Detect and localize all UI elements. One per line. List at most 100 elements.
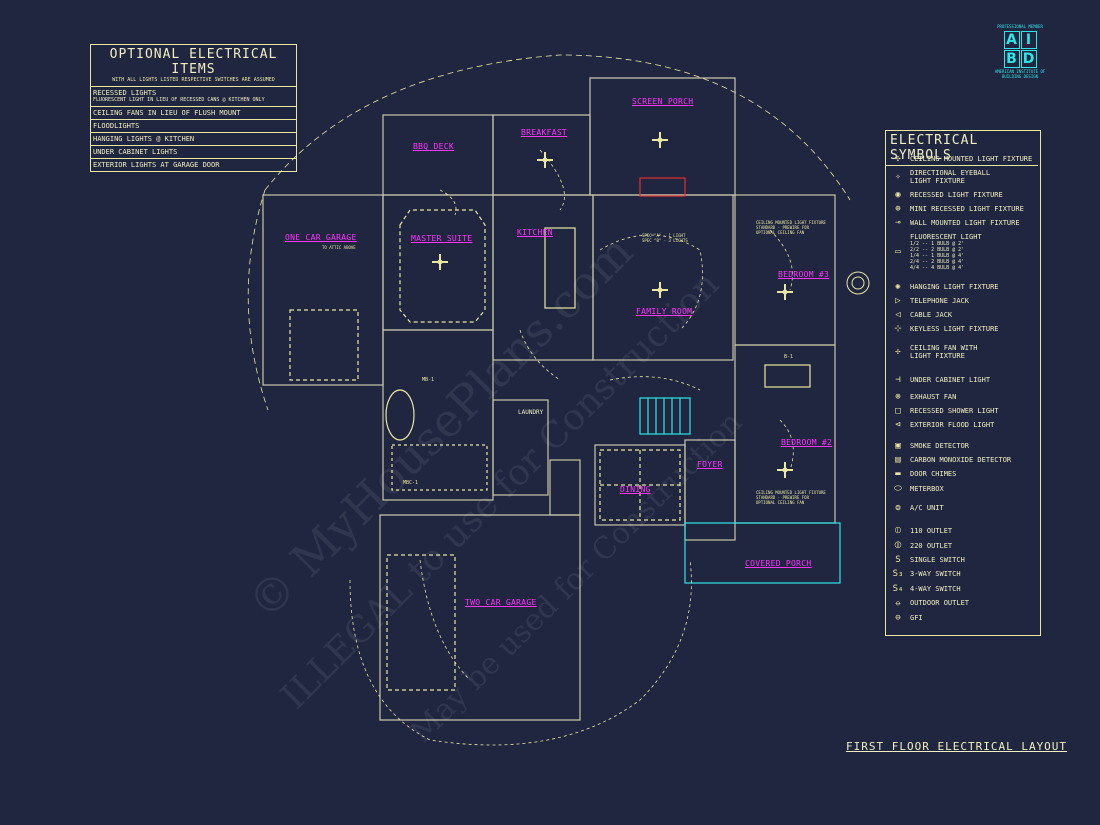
legend-row: ⦵OUTDOOR OUTLET xyxy=(886,598,1040,608)
legend-row: ✣ CEILING MOUNTED LIGHT FIXTURE xyxy=(886,154,1040,164)
legend-label: A/C UNIT xyxy=(910,504,944,512)
legend-row: ⊲ EXTERIOR FLOOD LIGHT xyxy=(886,420,1040,430)
room-label-laundry: LAUNDRY xyxy=(518,409,544,416)
outlet-220-icon: ⦷ xyxy=(894,541,902,551)
legend-row: ✺ HANGING LIGHT FIXTURE xyxy=(886,282,1040,292)
legend-sublabel: LIGHT FIXTURE xyxy=(910,352,965,360)
three-way-switch-icon: S₃ xyxy=(892,569,904,579)
logo-top-text: PROFESSIONAL MEMBER xyxy=(997,24,1043,29)
room-label-breakfast: BREAKFAST xyxy=(521,128,568,137)
legend-label-text: METERBOX xyxy=(910,485,944,493)
legend-label-text: CEILING FAN WITH xyxy=(910,344,978,352)
legend-label: CARBON MONOXIDE DETECTOR xyxy=(910,456,1011,464)
optional-item-label: FLOODLIGHTS xyxy=(93,122,140,130)
legend-row: ◉RECESSED LIGHT FIXTURE xyxy=(886,190,1040,200)
room-label-two-car-garage: TWO CAR GARAGE xyxy=(465,598,537,607)
legend-label: MINI RECESSED LIGHT FIXTURE xyxy=(910,205,1024,213)
legend-label: 3-WAY SWITCH xyxy=(910,570,961,578)
legend-label: METERBOX xyxy=(910,485,944,493)
room-label-master-suite: MASTER SUITE xyxy=(411,234,473,243)
room-label-b1: B-1 xyxy=(784,354,794,360)
legend-label: SMOKE DETECTOR xyxy=(910,442,969,450)
shower-light-icon: □ xyxy=(895,406,901,416)
optional-item-label: EXTERIOR LIGHTS AT GARAGE DOOR xyxy=(93,161,220,169)
optional-item-label: RECESSED LIGHTS xyxy=(93,89,157,97)
room-label-screen-porch: SCREEN PORCH xyxy=(632,97,694,106)
single-switch-icon: S xyxy=(895,555,901,565)
gfi-icon: ⊖ xyxy=(895,613,901,623)
ac-unit-symbol xyxy=(846,271,870,295)
foyer-walls xyxy=(684,439,736,541)
covered-porch-walls xyxy=(684,522,841,584)
optional-item-label: UNDER CABINET LIGHTS xyxy=(93,148,178,156)
optional-item-row: UNDER CABINET LIGHTS xyxy=(91,146,296,159)
room-label-mb1: MB-1 xyxy=(422,377,435,383)
ceiling-fan-symbols xyxy=(432,132,793,478)
hanging-light-icon: ✺ xyxy=(895,282,901,292)
legend-row: ▬DOOR CHIMES xyxy=(886,469,1040,479)
optional-item-row: RECESSED LIGHTS FLUORESCENT LIGHT IN LIE… xyxy=(91,87,296,107)
legend-label: HANGING LIGHT FIXTURE xyxy=(910,283,999,291)
legend-label: 220 OUTLET xyxy=(910,542,952,550)
legend-row: ⊹KEYLESS LIGHT FIXTURE xyxy=(886,324,1040,334)
legend-label-text: DOOR CHIMES xyxy=(910,470,957,478)
optional-item-label: CEILING FANS IN LIEU OF FLUSH MOUNT xyxy=(93,109,241,117)
legend-label: CEILING MOUNTED LIGHT FIXTURE xyxy=(910,155,1032,163)
cable-jack-icon: ◁ xyxy=(895,310,901,320)
legend-label: DOOR CHIMES xyxy=(910,470,956,478)
legend-row: ⊖GFI xyxy=(886,613,1040,623)
room-label-one-car-garage: ONE CAR GARAGE xyxy=(285,233,357,242)
legend-row: ▷TELEPHONE JACK xyxy=(886,296,1040,306)
room-label-kitchen: KITCHEN xyxy=(517,228,553,237)
legend-label-text: SINGLE SWITCH xyxy=(910,556,965,564)
fluorescent-light-icon: ▭ xyxy=(895,247,901,257)
legend-label-text: EXTERIOR FLOOD LIGHT xyxy=(910,421,995,429)
legend-row: ⦷ 220 OUTLET xyxy=(886,541,1040,551)
logo-letters: A I B D xyxy=(1003,31,1037,68)
four-way-switch-icon: S₄ xyxy=(892,584,904,594)
legend-label-text: CABLE JACK xyxy=(910,311,953,319)
legend-label: RECESSED LIGHT FIXTURE xyxy=(910,191,1003,199)
one-car-garage-walls xyxy=(262,194,384,386)
eyeball-light-icon: ✧ xyxy=(895,172,901,182)
optional-items-header: OPTIONAL ELECTRICAL ITEMS WITH ALL LIGHT… xyxy=(91,45,296,87)
flood-light-icon: ⊲ xyxy=(895,420,901,430)
legend-label: 4-WAY SWITCH xyxy=(910,585,961,593)
legend-label-text: 3-WAY SWITCH xyxy=(910,570,961,578)
legend-label-text: RECESSED LIGHT FIXTURE xyxy=(910,191,1003,199)
legend-label-text: HANGING LIGHT FIXTURE xyxy=(910,283,999,291)
logo-letter: A xyxy=(1003,31,1020,49)
exhaust-fan-icon: ⊗ xyxy=(895,392,901,402)
optional-item-row: CEILING FANS IN LIEU OF FLUSH MOUNT xyxy=(91,107,296,120)
legend-label-text: 4-WAY SWITCH xyxy=(910,585,961,593)
meterbox-icon: ⬭ xyxy=(894,484,902,494)
legend-label-text: WALL MOUNTED LIGHT FIXTURE xyxy=(910,219,1020,227)
optional-item-sub: FLUORESCENT LIGHT IN LIEU OF RECESSED CA… xyxy=(93,97,265,103)
ceiling-light-icon: ✣ xyxy=(895,154,901,164)
optional-item-row: HANGING LIGHTS @ KITCHEN xyxy=(91,133,296,146)
bbq-deck-walls xyxy=(382,114,494,196)
legend-label-text: TELEPHONE JACK xyxy=(910,297,970,305)
room-label-mbc1: MBC-1 xyxy=(403,480,419,486)
logo-bottom-text: AMERICAN INSTITUTE OF BUILDING DESIGN xyxy=(994,69,1046,79)
legend-label-text: OUTDOOR OUTLET xyxy=(910,599,970,607)
logo-letter: D xyxy=(1020,50,1037,68)
legend-row: ⊣UNDER CABINET LIGHT xyxy=(886,375,1040,385)
wall-light-icon: ⊸ xyxy=(895,218,901,228)
legend-label-text: CARBON MONOXIDE DETECTOR xyxy=(910,456,1012,464)
optional-items-subtitle: WITH ALL LIGHTS LISTED RESPECTIVE SWITCH… xyxy=(112,77,275,83)
legend-label: RECESSED SHOWER LIGHT xyxy=(910,407,999,415)
electrical-symbols-legend: ELECTRICAL SYMBOLS ✣CEILING MOUNTED LIGH… xyxy=(885,130,1041,636)
legend-label: CABLE JACK xyxy=(910,311,952,319)
optional-item-row: EXTERIOR LIGHTS AT GARAGE DOOR xyxy=(91,159,296,171)
logo-letter: B xyxy=(1003,50,1020,68)
legend-row: S₄ 4-WAY SWITCH xyxy=(886,584,1040,594)
legend-label-text: UNDER CABINET LIGHT xyxy=(910,376,991,384)
